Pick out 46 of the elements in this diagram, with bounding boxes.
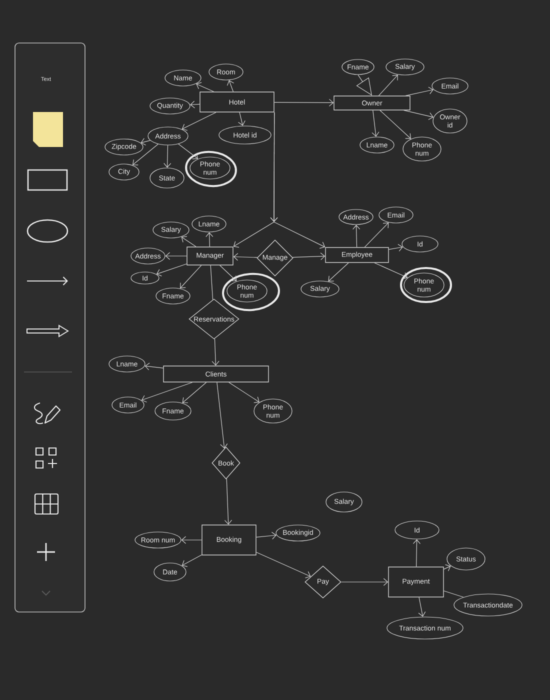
arrow (165, 252, 187, 260)
arrow (181, 536, 202, 544)
arrow (220, 265, 237, 282)
arrow (256, 532, 276, 540)
arrow (374, 262, 408, 280)
arrow (226, 80, 234, 92)
arrow (196, 82, 214, 92)
arrow (341, 578, 388, 586)
arrow (140, 138, 150, 146)
arrow (388, 244, 403, 252)
arrow (224, 478, 232, 525)
arrow (256, 552, 311, 578)
arrow (180, 265, 202, 288)
arrow (181, 236, 196, 247)
arrow (212, 338, 220, 366)
arrow (378, 74, 398, 96)
arrow (216, 382, 228, 448)
arrow (156, 264, 187, 276)
arrow (182, 382, 207, 404)
arrow (190, 100, 200, 108)
arrow (233, 253, 258, 261)
arrow (328, 262, 349, 282)
arrow (292, 252, 326, 260)
arrow (444, 564, 451, 572)
arrow (178, 144, 198, 160)
connector-line (210, 265, 214, 300)
connector-line (444, 590, 464, 598)
arrow (418, 597, 426, 617)
arrow (164, 145, 172, 168)
arrow (132, 144, 158, 166)
arrow (182, 112, 216, 131)
arrow (412, 539, 421, 567)
arrow (182, 554, 202, 567)
arrow (364, 222, 389, 248)
arrow (405, 86, 434, 96)
arrow (141, 382, 193, 402)
arrow (274, 98, 334, 106)
arrow (404, 110, 434, 120)
arrow (238, 112, 246, 126)
arrow (228, 382, 260, 404)
arrow (206, 232, 214, 247)
arrow (352, 224, 360, 248)
arrow (270, 112, 326, 249)
arrow (144, 362, 164, 370)
arrow (372, 110, 380, 137)
arrow (380, 110, 412, 139)
